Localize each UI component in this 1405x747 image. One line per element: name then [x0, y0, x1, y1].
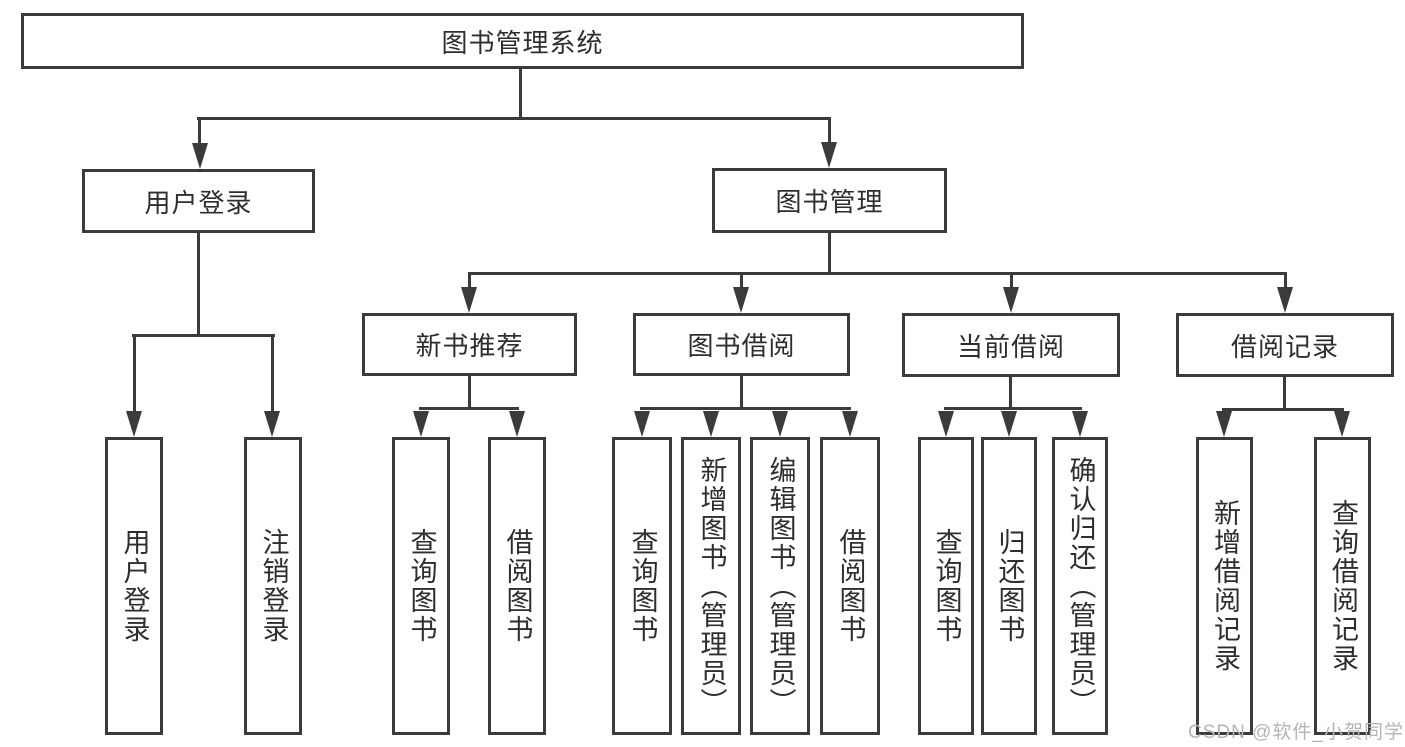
- arrowhead-down-icon: [1216, 411, 1232, 437]
- leaf-borrow-books-recommend: 借阅图书: [488, 437, 546, 735]
- connector-stem-borrow-records: [1284, 275, 1287, 289]
- csdn-watermark: CSDN @软件_小贺同学: [1188, 722, 1404, 743]
- arrowhead-down-icon: [772, 411, 788, 437]
- node-library-management-system: 图书管理系统: [21, 13, 1024, 69]
- leaf-logout: 注销登录: [244, 437, 302, 735]
- connector-bookborrow-stem: [740, 376, 743, 410]
- connector-stem-book-management: [828, 120, 831, 146]
- connector-stem-leaf-logout: [271, 337, 274, 413]
- leaf-borrow-books: 借阅图书: [820, 437, 880, 735]
- leaf-edit-books-admin: 编辑图书（管理员）: [750, 437, 810, 735]
- connector-user-login-hline: [132, 334, 275, 337]
- node-label: 图书管理系统: [441, 27, 604, 58]
- connector-stem-current-borrow: [1010, 275, 1013, 289]
- connector-newbook-stem: [468, 376, 471, 410]
- connector-currentborrow-stem: [1009, 377, 1012, 410]
- node-label: 借阅记录: [1230, 331, 1339, 362]
- leaf-label: 新增图书（管理员）: [696, 455, 727, 717]
- leaf-return-books: 归还图书: [981, 437, 1037, 735]
- node-label: 新书推荐: [415, 331, 524, 361]
- node-label: 用户登录: [144, 187, 253, 218]
- node-book-borrowing: 图书借阅: [633, 313, 850, 376]
- leaf-label: 编辑图书（管理员）: [765, 455, 796, 717]
- arrowhead-down-icon: [938, 411, 954, 437]
- node-label: 图书管理: [775, 187, 884, 217]
- arrowhead-down-icon: [1277, 287, 1293, 313]
- connector-book-mgmt-stem: [828, 233, 831, 275]
- leaf-query-books-current: 查询图书: [918, 437, 974, 735]
- arrowhead-down-icon: [821, 142, 837, 168]
- connector-stem-book-borrow: [740, 275, 743, 289]
- arrowhead-down-icon: [703, 411, 719, 437]
- node-current-borrowing: 当前借阅: [902, 313, 1120, 377]
- connector-root-hline: [197, 117, 831, 120]
- connector-book-mgmt-hline: [468, 272, 1287, 275]
- leaf-label: 注销登录: [258, 528, 289, 644]
- connector-user-login-stem: [197, 233, 200, 337]
- arrowhead-down-icon: [264, 411, 280, 437]
- arrowhead-down-icon: [733, 287, 749, 313]
- node-user-login: 用户登录: [82, 169, 315, 233]
- connector-stem-user-login: [198, 120, 201, 146]
- connector-currentborrow-hline: [944, 407, 1082, 410]
- arrowhead-down-icon: [1003, 287, 1019, 313]
- leaf-label: 新增借阅记录: [1210, 499, 1240, 673]
- connector-stem-leaf-login: [133, 337, 136, 413]
- connector-bookborrow-hline: [640, 407, 851, 410]
- leaf-query-books-recommend: 查询图书: [392, 437, 450, 735]
- node-book-management: 图书管理: [712, 168, 947, 233]
- node-borrowing-records: 借阅记录: [1176, 313, 1394, 377]
- arrowhead-down-icon: [413, 411, 429, 437]
- leaf-add-books-admin: 新增图书（管理员）: [681, 437, 741, 735]
- leaf-add-borrow-record: 新增借阅记录: [1196, 437, 1253, 735]
- leaf-label: 借阅图书: [835, 528, 866, 644]
- arrowhead-down-icon: [1001, 411, 1017, 437]
- connector-records-hline: [1222, 408, 1344, 411]
- leaf-confirm-return-admin: 确认归还（管理员）: [1052, 437, 1108, 735]
- node-label: 当前借阅: [956, 331, 1065, 362]
- arrowhead-down-icon: [461, 287, 477, 313]
- leaf-label: 查询借阅记录: [1328, 499, 1358, 673]
- connector-root-stem: [519, 69, 522, 120]
- leaf-label: 确认归还（管理员）: [1065, 455, 1096, 717]
- leaf-label: 借阅图书: [502, 528, 533, 644]
- node-label: 图书借阅: [687, 331, 796, 361]
- arrowhead-down-icon: [842, 411, 858, 437]
- leaf-label: 查询图书: [931, 528, 962, 644]
- leaf-label: 用户登录: [119, 528, 150, 644]
- arrowhead-down-icon: [1072, 411, 1088, 437]
- leaf-query-books-borrowing: 查询图书: [612, 437, 672, 735]
- leaf-label: 查询图书: [627, 528, 658, 644]
- node-new-book-recommendation: 新书推荐: [362, 313, 577, 376]
- connector-newbook-hline: [419, 407, 519, 410]
- arrowhead-down-icon: [509, 411, 525, 437]
- arrowhead-down-icon: [634, 411, 650, 437]
- leaf-query-borrow-record: 查询借阅记录: [1314, 437, 1371, 735]
- arrowhead-down-icon: [1334, 411, 1350, 437]
- connector-records-stem: [1283, 377, 1286, 411]
- connector-stem-new-book: [468, 275, 471, 289]
- leaf-label: 查询图书: [406, 528, 437, 644]
- arrowhead-down-icon: [192, 143, 208, 169]
- arrowhead-down-icon: [126, 411, 142, 437]
- leaf-user-login: 用户登录: [105, 437, 163, 735]
- leaf-label: 归还图书: [994, 528, 1025, 644]
